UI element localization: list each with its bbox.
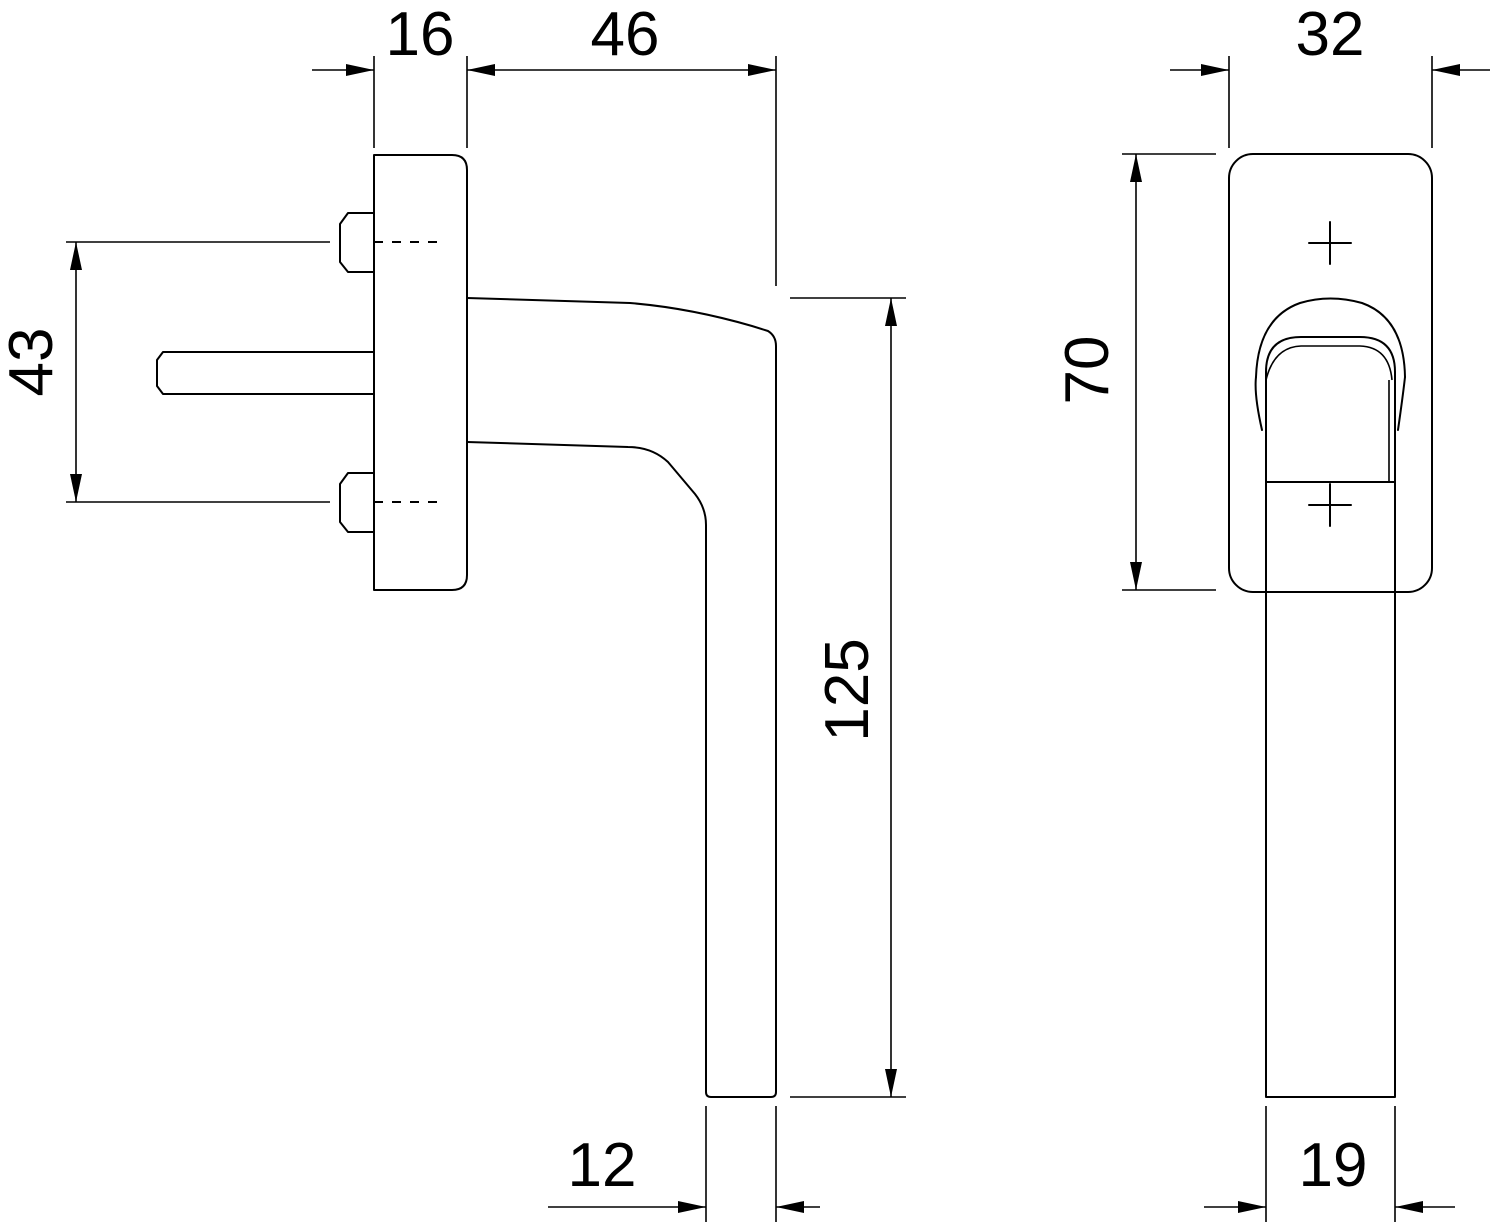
dimension-lines-side — [66, 56, 906, 1222]
dimension-labels: 16 46 32 43 125 70 12 19 — [0, 0, 1367, 1200]
dimension-label-rosette-width: 32 — [1296, 0, 1365, 69]
rosette-front — [1228, 153, 1433, 593]
dimension-label-rosette-depth: 16 — [386, 0, 455, 69]
lever-handle-front — [1265, 336, 1396, 1098]
dimension-label-handle-projection: 46 — [591, 0, 660, 69]
screw-cross-bottom — [1308, 483, 1352, 527]
screw-head-top — [339, 212, 375, 273]
dimension-lines-front — [1122, 56, 1490, 1222]
screw-cross-top — [1308, 221, 1352, 265]
dimension-label-rosette-height: 70 — [1053, 336, 1122, 405]
dimension-label-screw-spacing: 43 — [0, 328, 66, 397]
handle-neck-left — [1254, 376, 1263, 431]
side-view — [156, 154, 777, 1098]
front-view — [1228, 153, 1433, 1098]
handle-neck-dome — [1255, 297, 1406, 378]
dimension-label-handle-length: 125 — [813, 638, 882, 741]
dimension-label-lever-width: 19 — [1299, 1131, 1368, 1200]
lever-handle-front-highlight — [1265, 345, 1393, 482]
spindle — [156, 351, 375, 395]
dimension-label-lever-thickness: 12 — [568, 1131, 637, 1200]
handle-neck-right — [1397, 376, 1406, 431]
screw-head-bottom — [339, 472, 375, 533]
lever-handle-side-profile — [466, 297, 777, 1098]
rosette-side-profile — [373, 154, 468, 591]
